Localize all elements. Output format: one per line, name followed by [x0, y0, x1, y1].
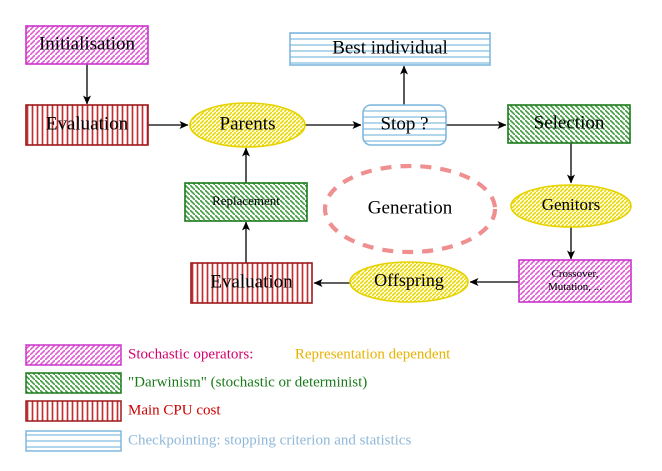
node-genitors[interactable]: Genitors	[510, 184, 632, 228]
node-label-parents: Parents	[220, 113, 276, 134]
node-label-crossover-mutation: Mutation, ...	[548, 281, 602, 293]
legend-label2-stochastic-operators: Representation dependent	[295, 346, 451, 362]
legend-label-checkpointing: Checkpointing: stopping criterion and st…	[128, 432, 411, 448]
legend-label-main-cpu-cost: Main CPU cost	[128, 402, 221, 418]
legend-swatch-stochastic-operators	[25, 344, 122, 366]
legend-label-stochastic-operators: Stochastic operators:	[128, 346, 253, 362]
node-label-stop: Stop ?	[380, 113, 428, 134]
legend-item-stochastic-operators: Stochastic operators: Representation depe…	[25, 344, 451, 366]
legend-item-checkpointing: Checkpointing: stopping criterion and st…	[25, 430, 411, 452]
node-label-offspring: Offspring	[374, 270, 444, 290]
node-best-individual[interactable]: Best individual	[289, 32, 491, 66]
node-label-selection: Selection	[534, 112, 605, 133]
node-label-evaluation-top: Evaluation	[46, 113, 129, 134]
legend-item-main-cpu-cost: Main CPU cost	[25, 400, 221, 422]
node-crossover-mutation[interactable]: Crossover,Mutation, ...	[518, 259, 632, 303]
node-evaluation-top[interactable]: Evaluation	[25, 104, 149, 146]
node-label-crossover-mutation: Crossover,	[552, 268, 599, 280]
node-generation[interactable]: Generation	[322, 163, 498, 255]
node-offspring[interactable]: Offspring	[349, 261, 469, 303]
legend: Stochastic operators: Representation depe…	[25, 344, 451, 452]
legend-swatch-checkpointing	[25, 430, 122, 452]
legend-swatch-darwinism	[25, 372, 122, 394]
node-replacement[interactable]: Replacement	[184, 182, 308, 222]
node-label-best-individual: Best individual	[332, 37, 448, 58]
node-parents[interactable]: Parents	[189, 102, 306, 148]
node-label-genitors: Genitors	[542, 195, 601, 214]
node-label-initialisation: Initialisation	[39, 33, 136, 54]
node-stop[interactable]: Stop ?	[362, 104, 447, 146]
node-label-generation: Generation	[368, 197, 453, 218]
node-label-evaluation-bottom: Evaluation	[210, 271, 293, 292]
legend-swatch-main-cpu-cost	[25, 400, 122, 422]
legend-item-darwinism: "Darwinism" (stochastic or determinist)	[25, 372, 367, 394]
node-evaluation-bottom[interactable]: Evaluation	[190, 262, 313, 304]
legend-label-darwinism: "Darwinism" (stochastic or determinist)	[128, 374, 367, 390]
node-label-replacement: Replacement	[212, 193, 280, 208]
node-initialisation[interactable]: Initialisation	[25, 25, 149, 65]
node-selection[interactable]: Selection	[507, 104, 631, 144]
